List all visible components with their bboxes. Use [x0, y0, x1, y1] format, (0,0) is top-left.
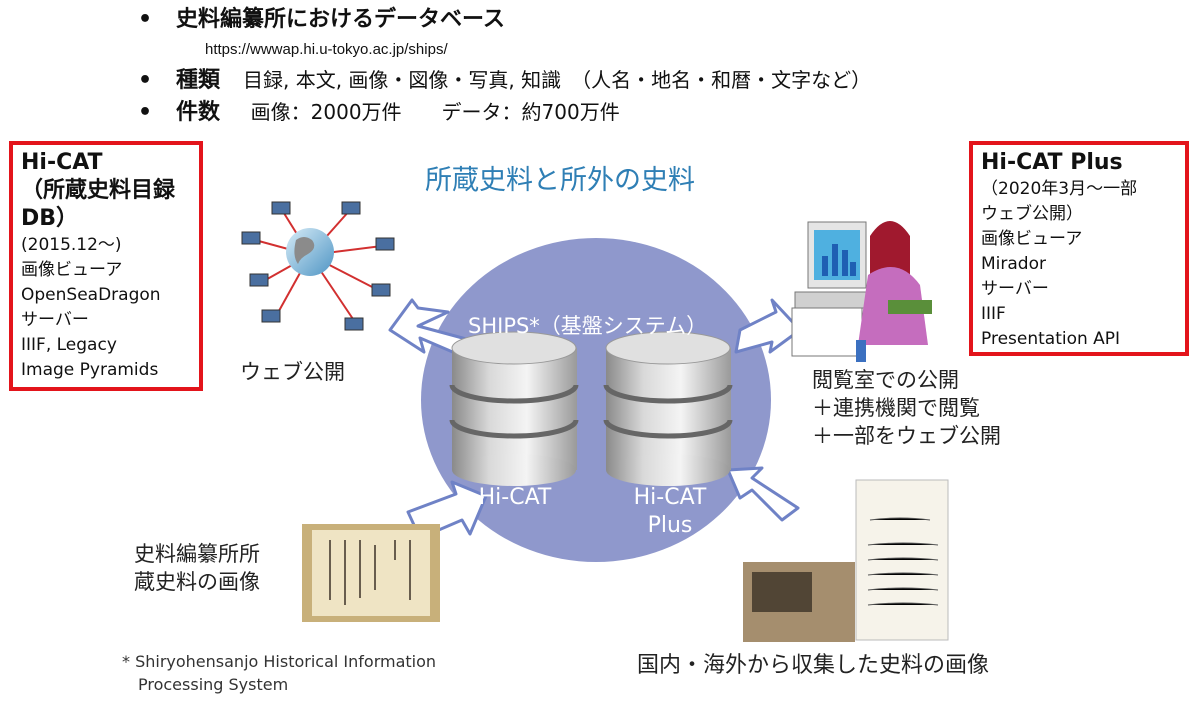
hicat-title-2: （所蔵史料目録 [21, 178, 176, 203]
bullet-databases: •史料編纂所におけるデータベース [138, 7, 505, 32]
document-image [302, 524, 440, 622]
bullet-count: •件数 画像：2000万件 データ：約700万件 [138, 100, 620, 125]
bullet-types: •種類 目録, 本文, 画像・図像・写真, 知識 （人名・地名・和暦・文字など） [138, 68, 872, 93]
bullet-types-value: 目録, 本文, 画像・図像・写真, 知識 （人名・地名・和暦・文字など） [243, 68, 872, 92]
globe-network-icon [241, 201, 395, 331]
bullet-count-value: 画像：2000万件 データ：約700万件 [250, 100, 620, 124]
db-label-hicat-plus: Hi-CAT Plus [633, 485, 707, 538]
manuscript-image [743, 479, 949, 642]
computer-user-icon [791, 221, 932, 362]
bullet-databases-text: 史料編纂所におけるデータベース [176, 7, 505, 32]
institute-images-label: 史料編纂所所 蔵史料の画像 [134, 542, 260, 594]
web-publish-label: ウェブ公開 [240, 360, 345, 384]
hicat-info-box: Hi-CAT （所蔵史料目録 DB） (2015.12～) 画像ビューア Ope… [9, 141, 203, 391]
center-title: 所蔵史料と所外の史料 [425, 165, 695, 196]
bullet-types-label: 種類 [176, 68, 221, 93]
ships-label: SHIPS*（基盤システム） [468, 314, 708, 338]
collected-images-label: 国内・海外から収集した史料の画像 [637, 653, 990, 678]
ships-url[interactable]: https://wwwap.hi.u-tokyo.ac.jp/ships/ [205, 41, 448, 58]
arrow-collected [726, 466, 800, 522]
bullet-count-label: 件数 [176, 100, 221, 125]
hicat-plus-info-box: Hi-CAT Plus （2020年3月～一部 ウェブ公開） 画像ビューア Mi… [969, 141, 1189, 356]
database-icon-hicat-plus [603, 331, 733, 486]
hicat-title-3: DB） [21, 206, 79, 231]
reading-room-label: 閲覧室での公開 ＋連携機関で閲覧 ＋一部をウェブ公開 [812, 368, 1001, 448]
hicat-plus-title: Hi-CAT Plus [981, 150, 1123, 175]
footnote: * Shiryohensanjo Historical Information … [122, 652, 437, 694]
db-label-hicat: Hi-CAT [478, 485, 552, 510]
hicat-title-1: Hi-CAT [21, 150, 103, 175]
arrow-reading-room [734, 298, 802, 354]
database-icon-hicat [449, 331, 579, 486]
